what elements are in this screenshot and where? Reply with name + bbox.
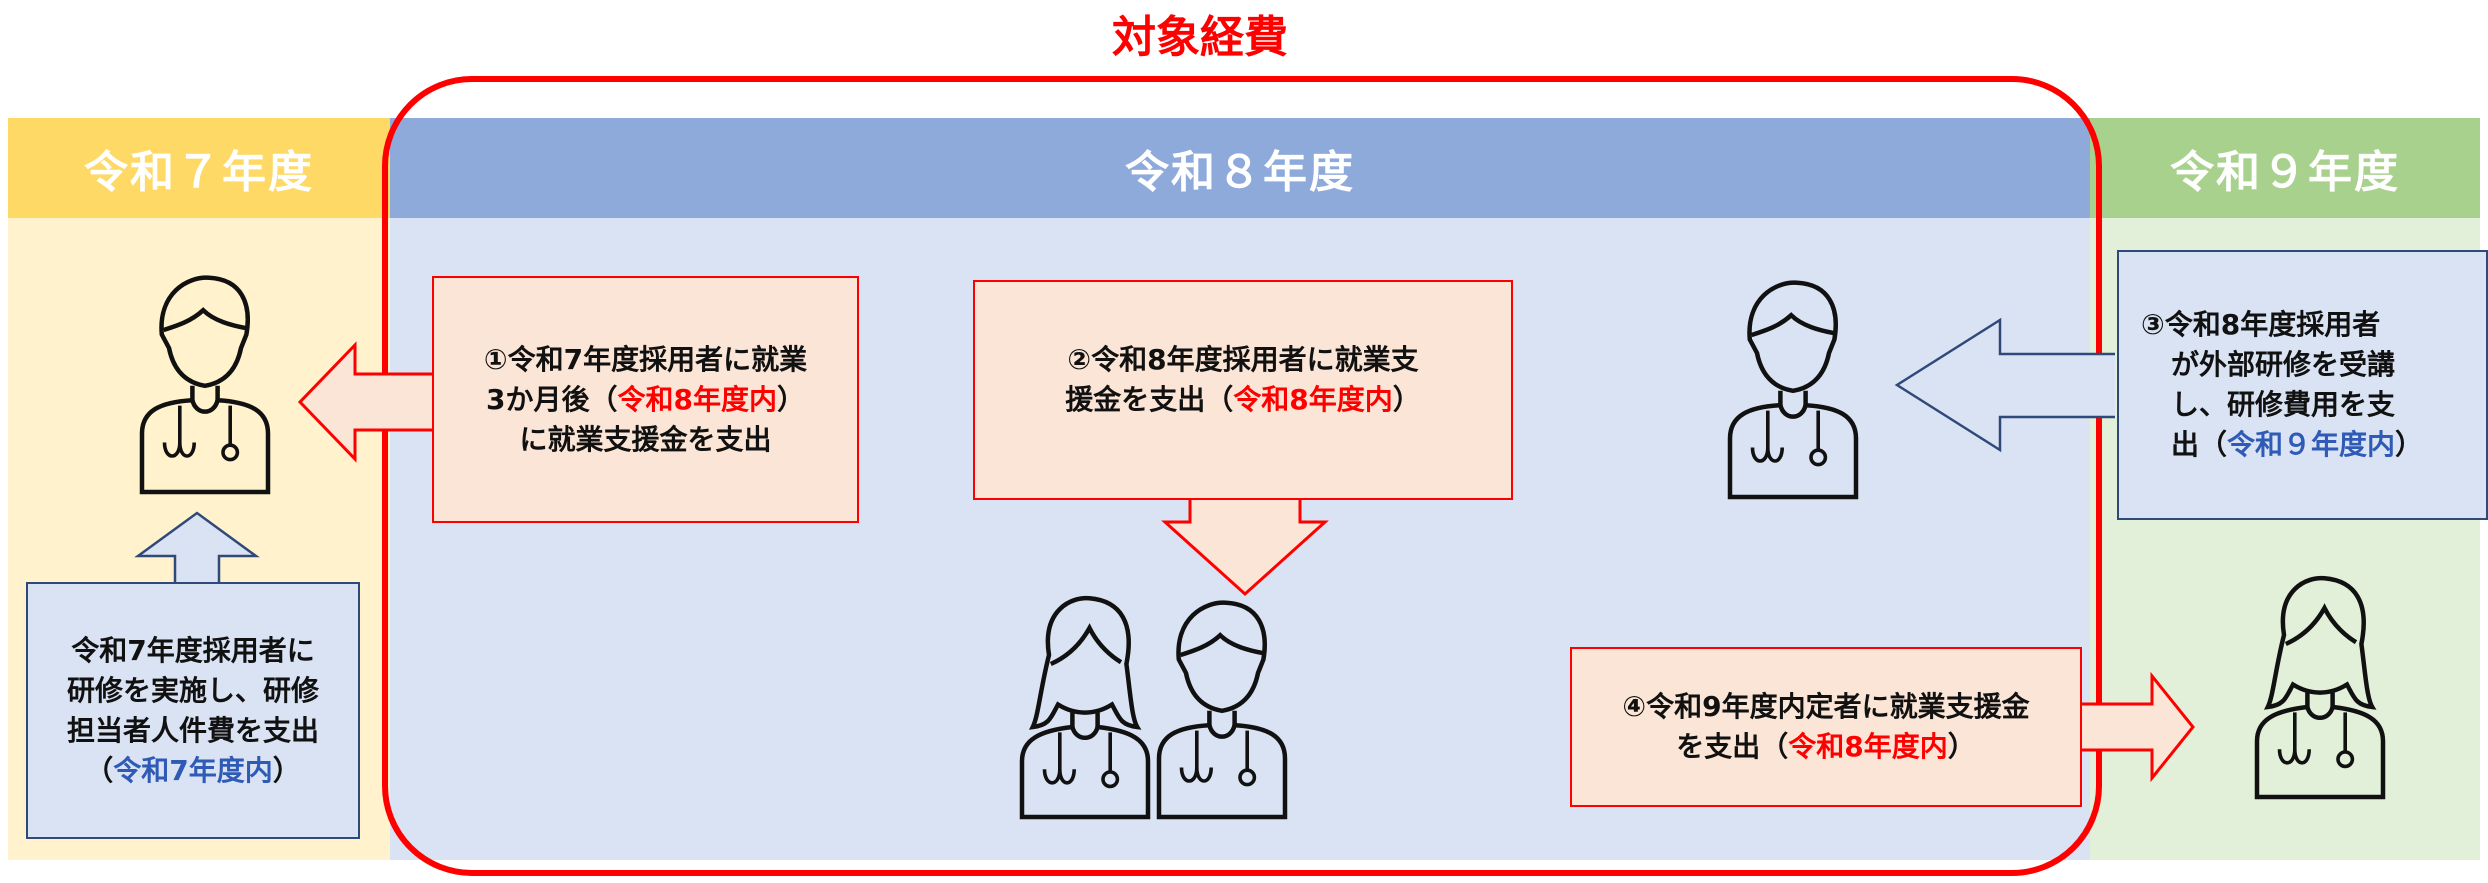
box5-highlight: 令和7年度内 xyxy=(113,753,273,787)
doctor-icon-r7 xyxy=(142,278,268,492)
r7-header-label: 令和７年度 xyxy=(84,147,314,198)
female-doctor-icon-r9 xyxy=(2257,578,2383,797)
doctor-icon-r8-right xyxy=(1730,283,1856,497)
box2-r8-hire-support: ②令和8年度採用者に就業支 援金を支出（令和8年度内） xyxy=(973,280,1513,500)
box4-highlight: 令和8年度内 xyxy=(1788,730,1948,763)
box5-line1: 令和7年度採用者に xyxy=(71,633,315,667)
box5-line2: 研修を実施し、研修 xyxy=(66,673,319,707)
box3-external-training: ③令和8年度採用者 が外部研修を受講 し、研修費用を支 出（令和９年度内） xyxy=(2117,250,2488,520)
box4-r9-offer-support: ④令和9年度内定者に就業支援金 を支出（令和8年度内） xyxy=(1570,647,2082,807)
box5-line4: （令和7年度内） xyxy=(85,753,301,787)
box4-line1: ④令和9年度内定者に就業支援金 xyxy=(1622,690,2030,723)
box1-r7-hire-support: ①令和7年度採用者に就業 3か月後（令和8年度内） に就業支援金を支出 xyxy=(432,276,859,523)
box3-line2: が外部研修を受講 xyxy=(2171,348,2396,381)
target-expense-frame xyxy=(382,76,2102,876)
box1-highlight: 令和8年度内 xyxy=(617,382,777,416)
box2-line2: 援金を支出（令和8年度内） xyxy=(1065,383,1421,416)
doctor-icon-r8-pair xyxy=(1159,603,1285,817)
r8-column-header: 令和８年度 xyxy=(390,118,2090,218)
arrow-down-box2 xyxy=(1161,498,1329,597)
box2-line1: ②令和8年度採用者に就業支 xyxy=(1067,343,1419,376)
box3-highlight: 令和９年度内 xyxy=(2227,428,2396,461)
box3-line1: ③令和8年度採用者 xyxy=(2141,308,2381,341)
box4-line2: を支出（令和8年度内） xyxy=(1676,730,1976,763)
box1-line3: に就業支援金を支出 xyxy=(519,422,772,456)
target-expense-title: 対象経費 xyxy=(1112,12,1288,63)
box3-line3: し、研修費用を支 xyxy=(2171,388,2396,421)
box2-highlight: 令和8年度内 xyxy=(1233,383,1393,416)
box1-line1: ①令和7年度採用者に就業 xyxy=(483,342,808,376)
box3-line4: 出（令和９年度内） xyxy=(2171,428,2424,461)
female-doctor-icon-r8 xyxy=(1022,598,1148,817)
box5-r7-training-cost: 令和7年度採用者に 研修を実施し、研修 担当者人件費を支出 （令和7年度内） xyxy=(26,582,360,839)
r9-column-header: 令和９年度 xyxy=(2090,118,2480,218)
r7-column-header: 令和７年度 xyxy=(8,118,390,218)
box5-line3: 担当者人件費を支出 xyxy=(66,713,319,747)
r8-header-label: 令和８年度 xyxy=(1125,147,1355,198)
arrow-left-box3 xyxy=(1894,317,2115,453)
arrow-left-box1-shape xyxy=(297,341,432,463)
arrow-up-box5 xyxy=(134,511,260,582)
box1-line2: 3か月後（令和8年度内） xyxy=(486,382,805,416)
r9-header-label: 令和９年度 xyxy=(2170,147,2400,198)
arrow-right-box4 xyxy=(2080,671,2195,783)
